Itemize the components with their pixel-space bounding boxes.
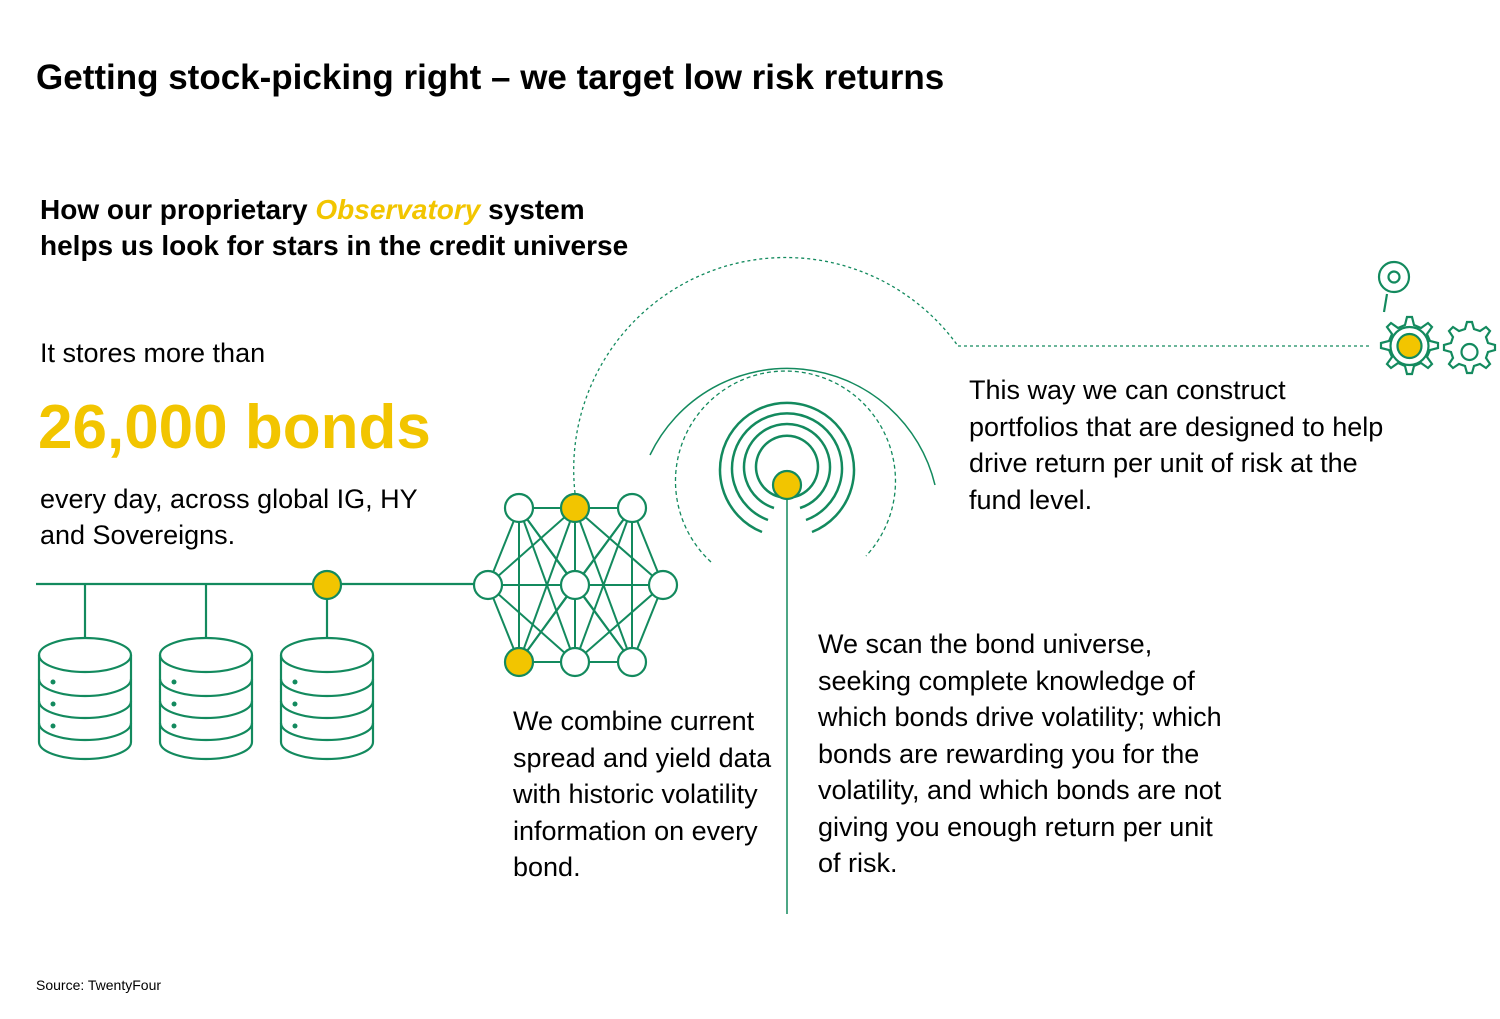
network-node <box>559 569 591 601</box>
scan-text: We scan the bond universe, seeking compl… <box>818 629 1222 878</box>
subtitle-part1: How our proprietary <box>40 194 316 225</box>
radar-arc-solid <box>649 367 936 486</box>
network-node <box>647 569 679 601</box>
gear-center-dot <box>1396 332 1423 360</box>
data-line-node <box>311 569 343 601</box>
network-node-highlight <box>559 492 591 524</box>
subtitle-line2: helps us look for stars in the credit un… <box>40 230 629 261</box>
subtitle: How our proprietary Observatory system h… <box>40 192 628 264</box>
network-node <box>559 646 591 678</box>
stores-intro: It stores more than <box>40 338 266 368</box>
radar-center-dot <box>771 469 803 501</box>
network-node <box>503 492 535 524</box>
bonds-count: 26,000 bonds <box>38 393 431 462</box>
stores-detail: every day, across global IG, HY and Sove… <box>40 484 418 550</box>
dashed-arc-outer <box>573 256 959 494</box>
portfolio-text: This way we can construct portfolios tha… <box>969 375 1384 515</box>
network-node-highlight <box>503 646 535 678</box>
source-note: Source: TwentyFour <box>36 977 162 993</box>
radar-icon <box>718 401 856 534</box>
gears-icon <box>1377 260 1497 376</box>
page-title: Getting stock-picking right – we target … <box>36 58 945 97</box>
network-node <box>616 646 648 678</box>
database-icon <box>279 636 375 761</box>
radar-arc-dashed <box>674 370 897 563</box>
database-icon <box>37 636 133 761</box>
network-node <box>616 492 648 524</box>
network-nodes <box>472 492 679 678</box>
subtitle-highlight: Observatory <box>315 194 481 225</box>
subtitle-part2: system <box>480 194 585 225</box>
network-node <box>472 569 504 601</box>
database-icon <box>158 636 254 761</box>
combine-text: We combine current spread and yield data… <box>513 706 772 882</box>
